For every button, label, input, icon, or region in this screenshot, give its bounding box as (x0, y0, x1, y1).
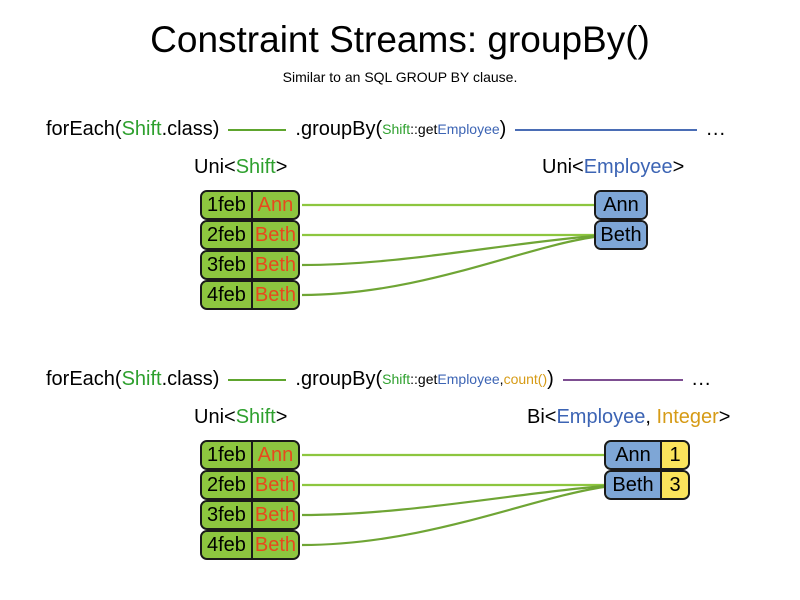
shift-date: 1feb (202, 442, 251, 468)
shift-date: 1feb (202, 192, 251, 218)
shift-employee: Beth (250, 252, 298, 278)
left-type-suffix-2: > (275, 406, 288, 428)
shift-count: 3 (660, 472, 688, 498)
connector-line-purple-2 (562, 379, 683, 381)
employee-count-box[interactable]: Beth 3 (604, 470, 690, 500)
right-type-label-2: Bi<Employee, Integer> (527, 405, 730, 429)
connector-line-blue-1 (515, 129, 698, 131)
right-type-separator-2: , (645, 406, 657, 428)
right-type-suffix-1: > (672, 156, 685, 178)
foreach-type: Shift (121, 118, 162, 140)
shift-box[interactable]: 3feb Beth (200, 500, 300, 530)
code-line-1: forEach(Shift.class) .groupBy(Shift::get… (46, 116, 726, 142)
shift-employee: Beth (250, 472, 298, 498)
shift-employee: Ann (250, 192, 298, 218)
page-subtitle: Similar to an SQL GROUP BY clause. (282, 69, 518, 85)
employee-name: Ann (606, 442, 660, 468)
methodref-property: Employee (437, 371, 500, 387)
left-type-prefix-1: Uni< (194, 156, 236, 178)
right-type-name2-2: Integer (656, 406, 719, 428)
methodref-separator: , (499, 371, 504, 387)
methodref-property: Employee (437, 121, 500, 137)
shift-employee: Beth (250, 532, 298, 558)
foreach-type: Shift (121, 368, 162, 390)
shift-employee: Ann (250, 442, 298, 468)
employee-name: Ann (596, 192, 646, 218)
employee-box[interactable]: Beth (594, 220, 648, 250)
right-type-name-1: Employee (583, 156, 673, 178)
foreach-prefix: forEach( (46, 118, 122, 140)
shift-box[interactable]: 4feb Beth (200, 530, 300, 560)
shift-employee: Beth (250, 502, 298, 528)
connector-line-green-1 (228, 129, 287, 131)
foreach-prefix: forEach( (46, 368, 122, 390)
methodref-class: Shift (382, 121, 411, 137)
foreach-suffix: .class) (161, 118, 220, 140)
methodref-accessor: ::get (410, 121, 438, 137)
methodref-accessor: ::get (410, 371, 438, 387)
shift-date: 3feb (202, 252, 251, 278)
left-type-label-2: Uni<Shift> (194, 405, 287, 429)
page-title: Constraint Streams: groupBy() (150, 19, 650, 60)
ellipsis-2: ... (691, 368, 712, 390)
shift-employee: Beth (250, 282, 298, 308)
shift-count: 1 (660, 442, 688, 468)
shift-box[interactable]: 2feb Beth (200, 470, 300, 500)
methodref-class: Shift (382, 371, 411, 387)
groupby-suffix: ) (499, 118, 507, 140)
shift-box[interactable]: 2feb Beth (200, 220, 300, 250)
groupby-prefix: .groupBy( (295, 368, 383, 390)
ellipsis-1: ... (706, 118, 727, 140)
right-type-prefix-2: Bi< (527, 406, 557, 428)
right-type-label-1: Uni<Employee> (542, 155, 684, 179)
right-type-prefix-1: Uni< (542, 156, 584, 178)
left-type-name-1: Shift (235, 156, 276, 178)
left-type-name-2: Shift (235, 406, 276, 428)
shift-date: 3feb (202, 502, 251, 528)
employee-name: Beth (596, 222, 646, 248)
shift-date: 2feb (202, 222, 251, 248)
collector-count: count() (503, 371, 548, 387)
shift-date: 4feb (202, 282, 251, 308)
groupby-prefix: .groupBy( (295, 118, 383, 140)
right-type-name-2: Employee (556, 406, 646, 428)
left-type-suffix-1: > (275, 156, 288, 178)
groupby-suffix: ) (547, 368, 554, 390)
shift-employee: Beth (250, 222, 298, 248)
left-type-label-1: Uni<Shift> (194, 155, 287, 179)
left-type-prefix-2: Uni< (194, 406, 236, 428)
shift-date: 2feb (202, 472, 251, 498)
shift-box[interactable]: 4feb Beth (200, 280, 300, 310)
employee-name: Beth (606, 472, 660, 498)
foreach-suffix: .class) (161, 368, 220, 390)
right-type-suffix-2: > (718, 406, 731, 428)
employee-box[interactable]: Ann (594, 190, 648, 220)
employee-count-box[interactable]: Ann 1 (604, 440, 690, 470)
shift-box[interactable]: 1feb Ann (200, 190, 300, 220)
connector-line-green-2 (228, 379, 287, 381)
shift-box[interactable]: 1feb Ann (200, 440, 300, 470)
shift-date: 4feb (202, 532, 251, 558)
code-line-2: forEach(Shift.class) .groupBy(Shift::get… (46, 366, 711, 392)
shift-box[interactable]: 3feb Beth (200, 250, 300, 280)
